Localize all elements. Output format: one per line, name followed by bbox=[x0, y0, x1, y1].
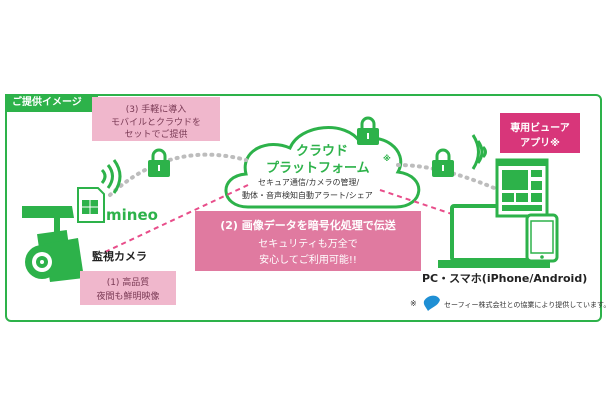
mineo-logo: mineo bbox=[106, 206, 158, 224]
safie-logo-icon bbox=[423, 295, 440, 311]
cloud-title: プラットフォーム bbox=[266, 161, 370, 176]
smartphone-icon bbox=[525, 213, 559, 263]
sim-card-icon bbox=[77, 187, 105, 223]
monitor-icon bbox=[438, 204, 550, 268]
callout-easy-setup: (3) 手軽に導入 モバイルとクラウドを セットでご提供 bbox=[92, 97, 220, 141]
callout-encryption: (2) 画像データを暗号化処理で伝送 セキュリティも万全で 安心してご利用可能!… bbox=[195, 211, 421, 271]
cloud-description: 動体・音声検知自動アラート/シェア bbox=[242, 191, 373, 200]
cloud-shape bbox=[224, 126, 421, 209]
footnote-mark: ※ bbox=[410, 299, 417, 308]
callout-line: 夜間も鮮明映像 bbox=[96, 292, 160, 302]
wifi-icon bbox=[471, 134, 487, 170]
callout-line: (2) 画像データを暗号化処理で伝送 bbox=[220, 219, 396, 232]
cloud-footnote-mark: ※ bbox=[383, 154, 391, 163]
callout-line: 安心してご利用可能!! bbox=[259, 255, 357, 266]
callout-line: セットでご提供 bbox=[124, 130, 188, 140]
viewer-app-line: アプリ※ bbox=[520, 138, 560, 149]
callout-line: (3) 手軽に導入 bbox=[125, 105, 187, 115]
callout-line: セキュリティも万全で bbox=[258, 239, 358, 250]
app-window-icon bbox=[495, 158, 549, 218]
viewer-app-badge: 専用ビューア アプリ※ bbox=[500, 113, 580, 153]
service-image-badge: ご提供イメージ bbox=[5, 94, 98, 112]
security-camera-icon bbox=[22, 206, 84, 282]
lock-icon bbox=[432, 148, 454, 177]
camera-label: 監視カメラ bbox=[92, 250, 147, 263]
viewer-app-line: 専用ビューア bbox=[510, 123, 570, 134]
cloud-description: セキュア通信/カメラの管理/ bbox=[258, 178, 360, 187]
callout-line: (1) 高品質 bbox=[106, 278, 150, 288]
device-label: PC・スマホ(iPhone/Android) bbox=[422, 272, 588, 285]
lock-icon bbox=[357, 116, 379, 145]
cloud-title: クラウド bbox=[296, 144, 349, 159]
lock-icon bbox=[148, 148, 170, 177]
footnote-text: セーフィー株式会社との協業により提供しています。 bbox=[444, 301, 610, 309]
callout-high-quality: (1) 高品質 夜間も鮮明映像 bbox=[80, 271, 176, 305]
callout-line: モバイルとクラウドを bbox=[110, 118, 201, 128]
wifi-icon bbox=[100, 159, 122, 194]
